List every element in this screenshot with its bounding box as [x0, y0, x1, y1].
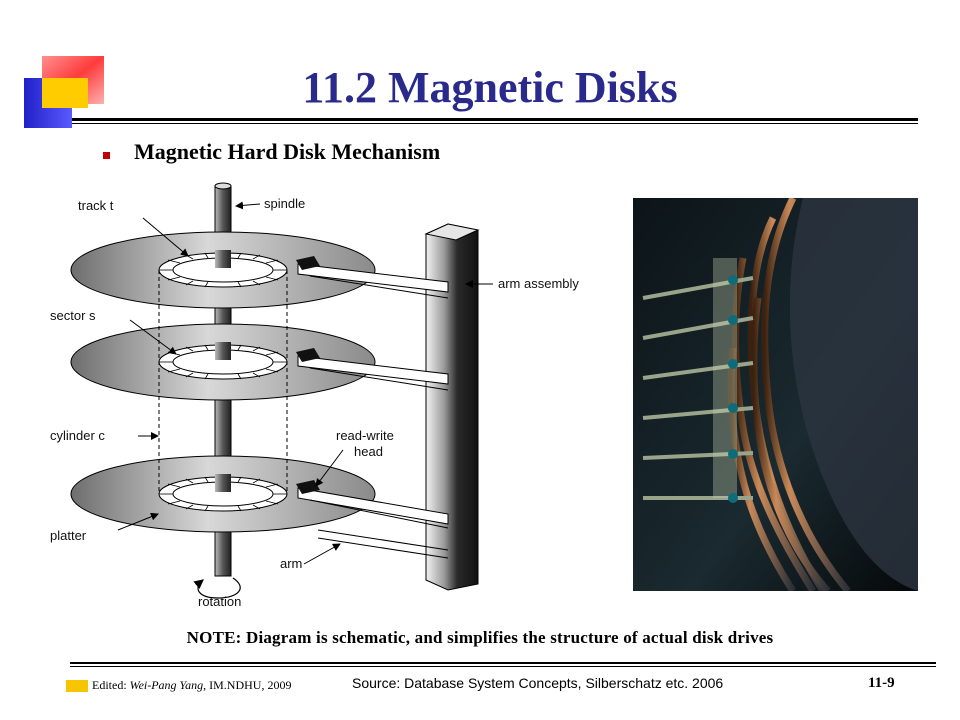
edited-suffix: , IM.NDHU, 2009	[203, 678, 292, 692]
label-platter: platter	[50, 528, 87, 543]
footer-marker	[66, 680, 88, 692]
platter-2	[70, 323, 449, 401]
label-sector: sector s	[50, 308, 96, 323]
platter-3	[70, 455, 449, 559]
disk-drive-photo	[633, 198, 918, 591]
rotation-arrow	[193, 577, 241, 599]
footer-source: Source: Database System Concepts, Silber…	[352, 675, 724, 691]
label-head: head	[354, 444, 383, 459]
label-arm: arm	[280, 556, 302, 571]
edited-prefix: Edited:	[92, 678, 130, 692]
label-read-write: read-write	[336, 428, 394, 443]
disk-mechanism-diagram: track t spindle arm assembly sector s cy…	[50, 182, 579, 609]
page-number: 11-9	[868, 675, 895, 691]
slide-title: 11.2 Magnetic Disks	[302, 63, 678, 112]
edited-name: Wei-Pang Yang	[129, 678, 204, 692]
label-rotation: rotation	[198, 594, 241, 609]
label-spindle: spindle	[264, 196, 305, 211]
logo-yellow-square	[42, 78, 88, 108]
label-arm-assembly: arm assembly	[498, 276, 579, 291]
footer-edited: Edited: Wei-Pang Yang, IM.NDHU, 2009	[92, 678, 291, 693]
footer-rule	[70, 662, 936, 664]
label-track: track t	[78, 198, 114, 213]
footer-rule-thin	[70, 666, 936, 667]
bullet-marker	[103, 152, 110, 159]
title-rule	[72, 118, 918, 121]
corner-logo	[24, 56, 104, 128]
arm-assembly-pillar	[425, 223, 479, 591]
bullet-text: Magnetic Hard Disk Mechanism	[134, 139, 441, 164]
diagram-note: NOTE: Diagram is schematic, and simplifi…	[186, 628, 774, 647]
platter-1	[70, 231, 449, 309]
title-rule-thin	[72, 123, 918, 124]
label-cylinder: cylinder c	[50, 428, 105, 443]
spindle-top	[214, 182, 232, 190]
